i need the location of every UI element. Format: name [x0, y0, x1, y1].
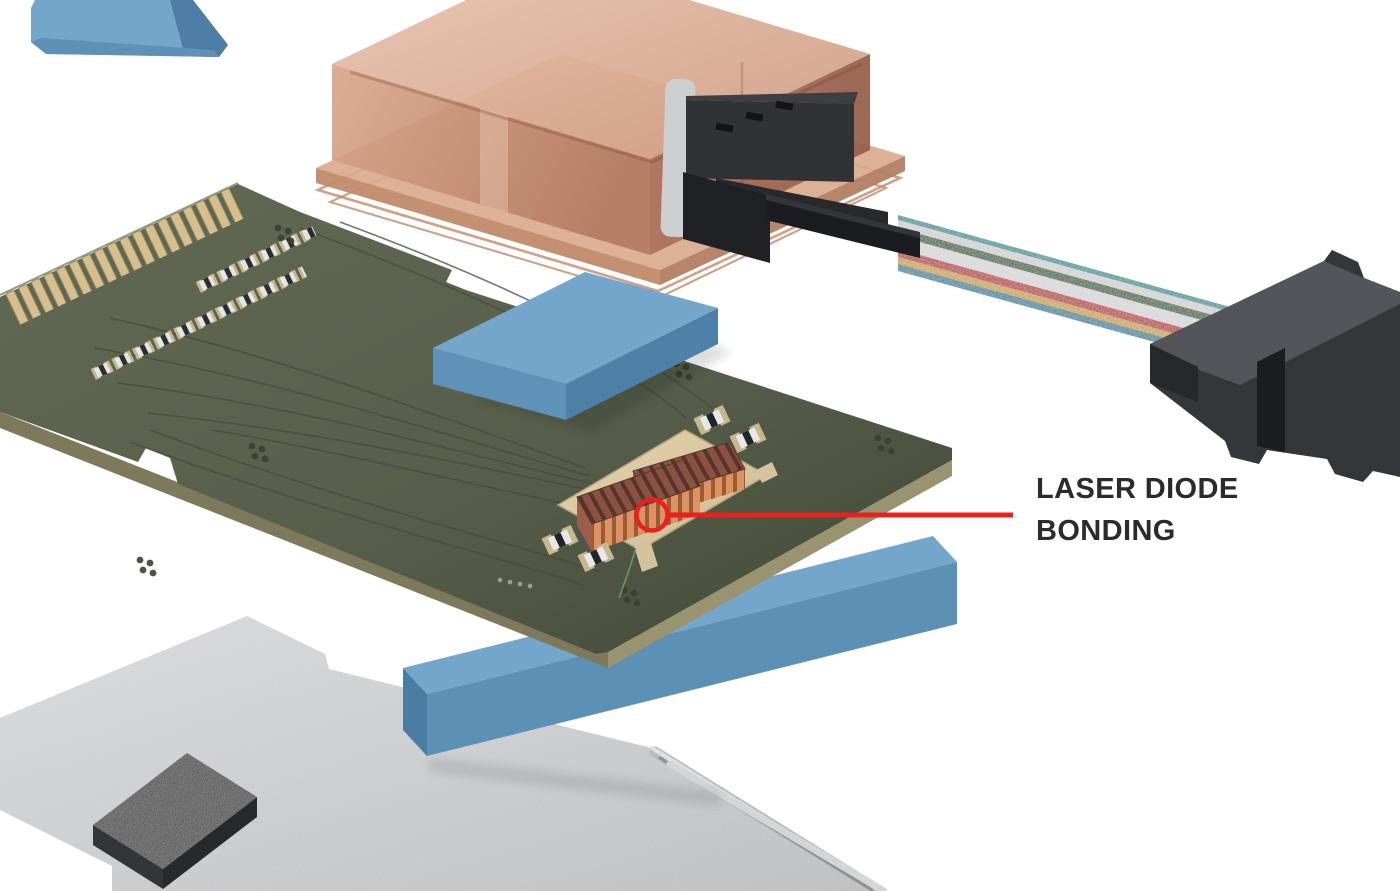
lid-ridge — [480, 108, 508, 213]
spacer-front-face — [433, 348, 566, 420]
cable-stripe-green — [898, 228, 1270, 339]
standoff-bevel — [31, 38, 219, 57]
pad-tail-right — [756, 462, 778, 483]
cable-stripe-silver — [898, 220, 1270, 331]
cable-stripe-silver-wide — [898, 236, 1270, 352]
chip-fin-ends — [592, 486, 700, 552]
laser-diode-chip-front — [576, 458, 701, 552]
callout-label: LASER DIODE BONDING — [1036, 473, 1239, 548]
callout-marker-circle — [634, 497, 670, 533]
lid-flange-front — [316, 168, 660, 285]
pcb-side-right — [608, 460, 952, 668]
lid-front-face — [332, 64, 650, 255]
standoff-end-face — [170, 0, 228, 57]
spacer-left-face — [403, 668, 427, 756]
connector-notches — [715, 100, 794, 133]
blue-standoff-top-left — [31, 0, 228, 57]
pcb-side-left — [0, 412, 608, 668]
connector-lower-block — [683, 172, 770, 263]
spacer-front-face — [427, 562, 957, 756]
smd-row-long — [87, 262, 309, 384]
board-connector-top-face — [1150, 261, 1400, 385]
pcb-spacer-mid — [433, 272, 732, 432]
spacer-right-face — [566, 308, 718, 420]
asic-chip-front-face — [93, 825, 163, 889]
smd-row-short — [193, 222, 319, 297]
cable-strain-relief — [766, 194, 920, 258]
silkscreen-dots — [497, 577, 533, 589]
connector-top-bevel — [686, 92, 858, 104]
via-cluster — [136, 556, 157, 577]
connector-body — [686, 100, 854, 182]
baseplate-edge-lip — [666, 760, 888, 891]
board-connector-groove — [1257, 348, 1285, 452]
cable-stripe-teal — [898, 215, 1270, 323]
board-connector — [1150, 250, 1400, 482]
board-connector-tip-shade — [1150, 344, 1198, 402]
spacer-shadow — [430, 758, 720, 806]
pad-tail-bottom — [634, 540, 658, 572]
chip-top-face — [576, 458, 701, 525]
pcb — [0, 182, 952, 668]
callout — [634, 497, 1013, 533]
asic-chip-right-face — [163, 797, 257, 889]
gold-edge-connector — [3, 184, 247, 326]
chip-left-face — [577, 497, 592, 552]
lid-top-face — [332, 0, 870, 159]
pad-trace — [618, 547, 637, 599]
laser-diode-chips — [576, 441, 746, 552]
asic-chip-top-face — [93, 753, 257, 869]
asic-chip — [93, 753, 257, 889]
gold-fingers — [3, 184, 247, 326]
strain-relief-bar — [766, 200, 920, 258]
spacer-top-face — [433, 272, 718, 384]
